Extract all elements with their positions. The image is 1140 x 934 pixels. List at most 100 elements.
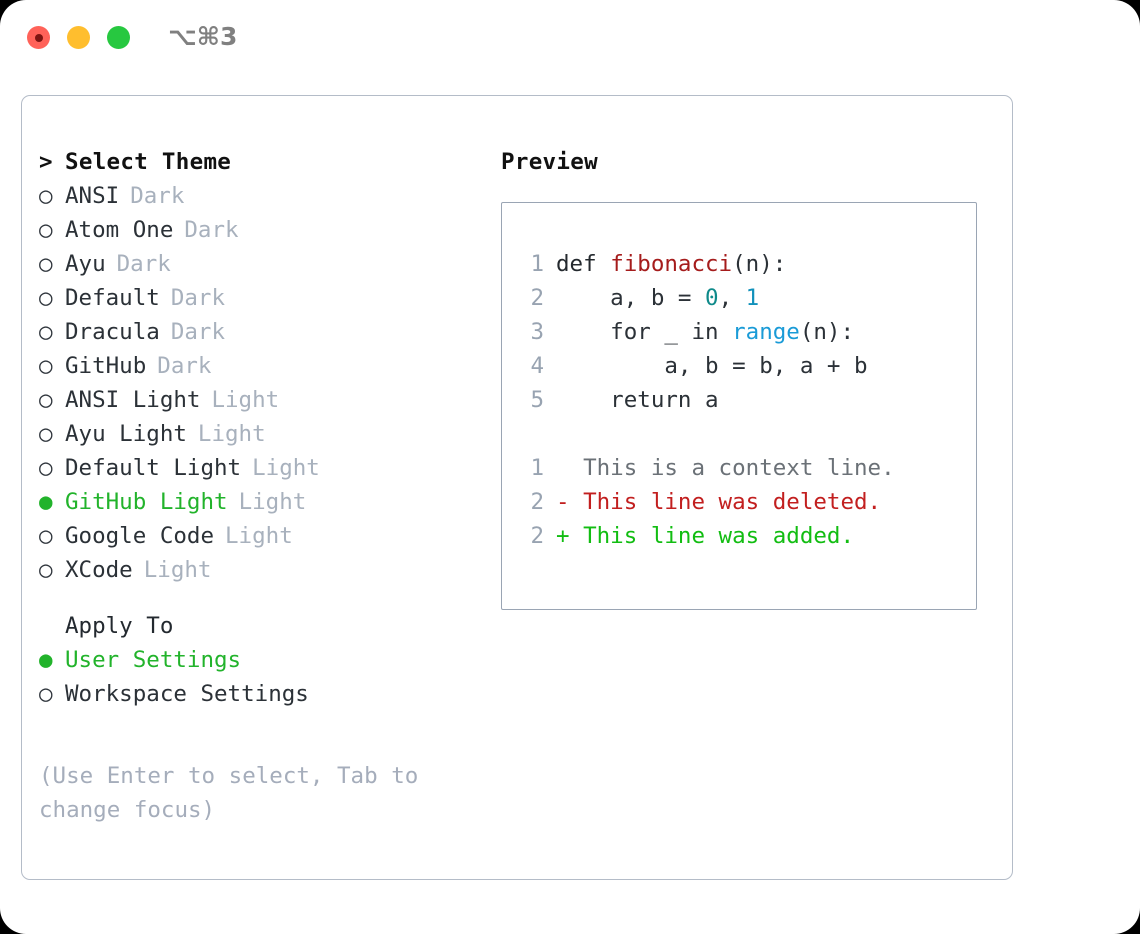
apply-to-item[interactable]: ○ Workspace Settings <box>39 681 469 715</box>
theme-list-item[interactable]: ○ Google Code Light <box>39 523 469 557</box>
radio-unselected-icon: ○ <box>39 319 53 345</box>
theme-list-item[interactable]: ○ Default Light Light <box>39 455 469 489</box>
theme-variant-tag: Dark <box>170 319 226 345</box>
code-token: , <box>718 285 746 311</box>
code-token: (n): <box>732 251 787 277</box>
diff-text: This line was added. <box>569 523 855 549</box>
theme-name: Ayu Light <box>65 421 187 447</box>
apply-to-list: ● User Settings ○ Workspace Settings <box>39 647 469 715</box>
code-token: fibonacci <box>610 251 733 277</box>
theme-picker-header: > Select Theme <box>39 149 469 183</box>
code-token: a, b = b, a + b <box>556 353 868 379</box>
radio-unselected-icon: ○ <box>39 455 53 481</box>
theme-name: Dracula <box>65 319 160 345</box>
apply-to-label: User Settings <box>65 647 242 673</box>
theme-list-item[interactable]: ○ Default Dark <box>39 285 469 319</box>
line-number: 2 <box>530 285 544 311</box>
caret-icon: > <box>39 149 53 175</box>
radio-selected-icon: ● <box>39 489 53 515</box>
close-button[interactable] <box>27 26 50 49</box>
code-line: 2 a, b = 0, 1 <box>518 281 968 315</box>
apply-to-indent <box>39 613 65 639</box>
theme-list-item[interactable]: ● GitHub Light Light <box>39 489 469 523</box>
section-spacer <box>39 591 469 613</box>
theme-variant-tag: Light <box>143 557 212 583</box>
code-token: (n): <box>799 319 855 345</box>
radio-unselected-icon: ○ <box>39 523 53 549</box>
theme-variant-tag: Dark <box>170 285 226 311</box>
theme-variant-tag: Dark <box>116 251 171 277</box>
theme-variant-tag: Dark <box>184 217 239 243</box>
window-controls <box>27 26 130 49</box>
radio-selected-icon: ● <box>39 647 53 673</box>
code-line: 3 for _ in range(n): <box>518 315 968 349</box>
theme-name: GitHub Light <box>65 489 228 515</box>
code-token: 1 <box>745 285 760 311</box>
theme-variant-tag: Light <box>252 455 320 481</box>
diff-gap <box>518 417 968 451</box>
line-number: 2 <box>530 489 544 515</box>
line-number: 5 <box>530 387 544 413</box>
radio-unselected-icon: ○ <box>39 387 53 413</box>
apply-to-label: Workspace Settings <box>65 681 309 707</box>
diff-line: 1 This is a context line. <box>518 451 968 485</box>
code-token: return a <box>556 387 719 413</box>
theme-list-item[interactable]: ○ XCode Light <box>39 557 469 591</box>
radio-unselected-icon: ○ <box>39 353 53 379</box>
line-number: 3 <box>530 319 544 345</box>
line-number: 4 <box>530 353 544 379</box>
code-token: 0 <box>705 285 719 311</box>
diff-marker: + <box>556 523 570 549</box>
diff-marker <box>556 451 570 485</box>
code-line: 5 return a <box>518 383 968 417</box>
radio-unselected-icon: ○ <box>39 217 53 243</box>
theme-name: Default <box>65 285 160 311</box>
theme-list-item[interactable]: ○ Dracula Dark <box>39 319 469 353</box>
diff-text: This is a context line. <box>569 455 895 481</box>
theme-variant-tag: Light <box>238 489 307 515</box>
theme-name: Default Light <box>65 455 242 481</box>
theme-list-item[interactable]: ○ Atom One Dark <box>39 217 469 251</box>
theme-variant-tag: Light <box>225 523 293 549</box>
hint-spacer-2 <box>39 737 469 759</box>
theme-name: Atom One <box>65 217 174 243</box>
line-number: 2 <box>530 523 544 549</box>
radio-unselected-icon: ○ <box>39 251 53 277</box>
hint-spacer <box>39 715 469 737</box>
diff-line: 2- This line was deleted. <box>518 485 968 519</box>
theme-name: Ayu <box>65 251 106 277</box>
theme-name: GitHub <box>65 353 147 379</box>
theme-name: ANSI <box>65 183 120 209</box>
theme-list-item[interactable]: ○ Ayu Dark <box>39 251 469 285</box>
theme-name: XCode <box>65 557 133 583</box>
radio-unselected-icon: ○ <box>39 681 53 707</box>
code-line: 4 a, b = b, a + b <box>518 349 968 383</box>
diff-marker: - <box>556 489 570 515</box>
minimize-button[interactable] <box>67 26 90 49</box>
theme-list-item[interactable]: ○ GitHub Dark <box>39 353 469 387</box>
radio-unselected-icon: ○ <box>39 285 53 311</box>
maximize-button[interactable] <box>107 26 130 49</box>
theme-name: Google Code <box>65 523 215 549</box>
radio-unselected-icon: ○ <box>39 557 53 583</box>
title-bar: ⌥⌘3 <box>0 0 1140 78</box>
apply-to-item[interactable]: ● User Settings <box>39 647 469 681</box>
diff-lines: 1 This is a context line.2- This line wa… <box>518 451 968 553</box>
code-token: a, b = <box>556 285 706 311</box>
diff-line: 2 + This line was added. <box>518 519 968 553</box>
code-token: for _ in <box>556 319 733 345</box>
radio-unselected-icon: ○ <box>39 421 53 447</box>
theme-variant-tag: Dark <box>157 353 212 379</box>
keyboard-hint: (Use Enter to select, Tab to change focu… <box>39 763 419 823</box>
